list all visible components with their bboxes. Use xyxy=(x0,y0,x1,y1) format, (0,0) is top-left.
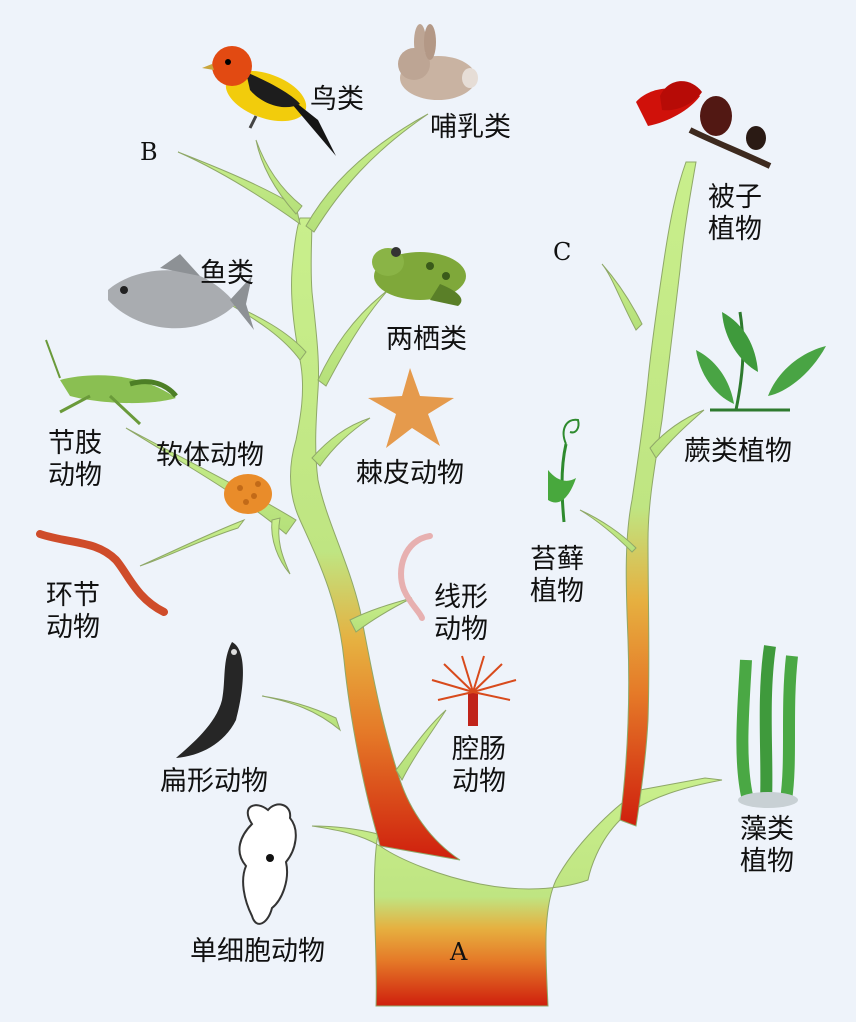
point-label-a: A xyxy=(450,938,467,966)
label-cnidarians: 腔肠 动物 xyxy=(452,734,506,798)
label-algae: 藻类 植物 xyxy=(740,814,794,878)
algae-icon xyxy=(738,646,798,808)
label-protozoa: 单细胞动物 xyxy=(190,936,325,968)
rabbit-icon xyxy=(398,24,478,100)
tree-trunk xyxy=(291,162,723,1006)
frog-icon xyxy=(372,247,466,306)
fern-icon xyxy=(696,312,826,410)
label-arthropods: 节肢 动物 xyxy=(48,428,102,492)
planarian-icon xyxy=(176,642,243,758)
grasshopper-icon xyxy=(46,340,176,424)
amoeba-icon xyxy=(239,804,295,923)
label-nematodes: 线形 动物 xyxy=(434,582,488,646)
label-angiosperms: 被子 植物 xyxy=(708,182,762,246)
point-label-c: C xyxy=(553,238,571,266)
label-amphibians: 两栖类 xyxy=(386,324,467,356)
label-flatworms: 扁形动物 xyxy=(160,766,268,798)
label-ferns: 蕨类植物 xyxy=(684,436,792,468)
roundworm-icon xyxy=(401,536,430,618)
label-annelids: 环节 动物 xyxy=(46,580,100,644)
label-mammals: 哺乳类 xyxy=(430,112,511,144)
label-mollusks: 软体动物 xyxy=(156,440,264,472)
sponge-icon xyxy=(224,474,272,514)
flower-icon xyxy=(636,81,770,166)
label-bryophytes: 苔藓 植物 xyxy=(530,544,584,608)
moss-icon xyxy=(548,420,579,522)
sea-anemone-icon xyxy=(432,656,516,726)
point-label-b: B xyxy=(140,138,158,166)
starfish-icon xyxy=(368,368,454,448)
label-echinoderms: 棘皮动物 xyxy=(356,458,464,490)
label-birds: 鸟类 xyxy=(310,84,364,116)
label-fish: 鱼类 xyxy=(200,258,254,290)
